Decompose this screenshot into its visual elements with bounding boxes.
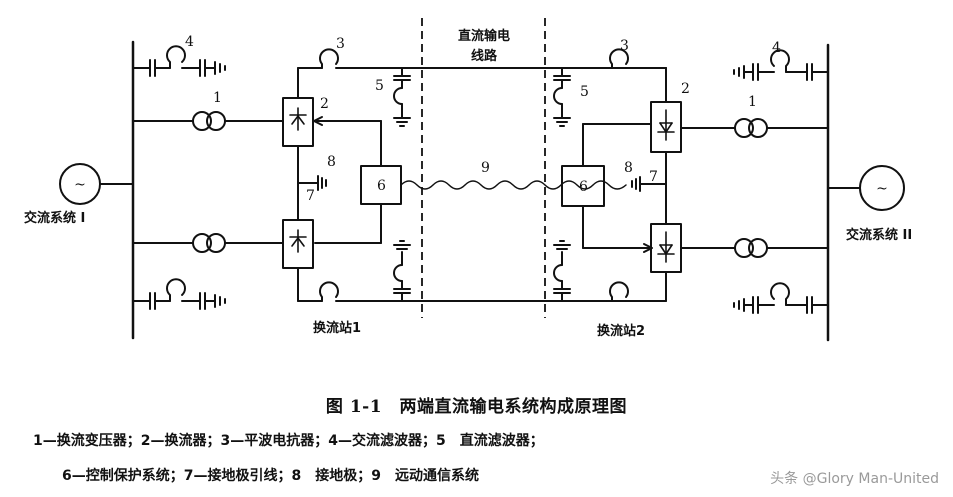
dc-filter-left-top	[393, 67, 411, 127]
label-2-left: 2	[320, 96, 329, 112]
label-5-left: 5	[375, 78, 384, 94]
label-6-right: 6	[579, 179, 588, 195]
converter-transformer-left-bottom-b	[206, 233, 226, 253]
label-4-left: 4	[185, 34, 194, 50]
ac-filter-left-top	[132, 45, 226, 77]
label-1-left: 1	[213, 90, 222, 106]
label-7-left: 7	[306, 188, 315, 204]
converter-transformer-left-top-b	[206, 111, 226, 131]
label-8-right: 8	[624, 160, 633, 176]
station-left-label: 换流站1	[313, 320, 361, 336]
legend-line-2: 6—控制保护系统；7—接地极引线；8 接地极；9 远动通信系统	[62, 468, 479, 484]
smoothing-reactor-left-top	[319, 48, 339, 69]
converter-transformer-right-top-a	[734, 118, 754, 138]
dc-line-label-2: 线路	[471, 48, 498, 64]
label-4-right: 4	[772, 40, 781, 56]
ac-source-left-symbol: ~	[74, 177, 86, 193]
dc-filter-right-top	[553, 67, 571, 127]
hvdc-schematic: ~ ~ 4 1 3 2 5 8 7 6 9 3 5 2 1 4 8 7 6 直流…	[24, 18, 912, 342]
ac-system-right-label: 交流系统 II	[846, 227, 912, 243]
converter-transformer-right-top-b	[748, 118, 768, 138]
label-8-left: 8	[327, 154, 336, 170]
label-1-right: 1	[748, 94, 757, 110]
converter-transformer-right-bottom-a	[734, 238, 754, 258]
converter-transformer-left-bottom-a	[192, 233, 212, 253]
watermark: 头条 @Glory Man-United	[770, 471, 939, 487]
figure-caption: 图 1-1 两端直流输电系统构成原理图	[325, 397, 628, 417]
label-6-left: 6	[377, 178, 386, 194]
label-3-right: 3	[620, 38, 629, 54]
smoothing-reactor-right-bottom	[609, 281, 629, 302]
ac-filter-right-bottom	[733, 282, 829, 314]
smoothing-reactor-left-bottom	[319, 281, 339, 302]
dc-filter-right-bottom	[553, 240, 571, 302]
converter-transformer-left-top-a	[192, 111, 212, 131]
ac-source-right	[859, 165, 905, 211]
ac-filter-right-top	[733, 49, 829, 81]
dc-filter-left-bottom	[393, 240, 411, 302]
legend-line-1: 1—换流变压器；2—换流器；3—平波电抗器；4—交流滤波器；5 直流滤波器；	[33, 433, 544, 449]
station-right-label: 换流站2	[597, 323, 645, 339]
ac-source-right-symbol: ~	[876, 181, 888, 197]
ac-system-left-label: 交流系统 I	[24, 210, 85, 226]
converter-transformer-right-bottom-b	[748, 238, 768, 258]
ac-filter-left-bottom	[132, 278, 226, 310]
label-9: 9	[481, 160, 490, 176]
label-2-right: 2	[681, 81, 690, 97]
label-3-left: 3	[336, 36, 345, 52]
smoothing-reactor-right-top	[609, 48, 629, 69]
telecom-link	[400, 180, 627, 190]
label-5-right: 5	[580, 84, 589, 100]
dc-line-label-1: 直流输电	[458, 28, 510, 44]
label-7-right: 7	[649, 169, 658, 185]
